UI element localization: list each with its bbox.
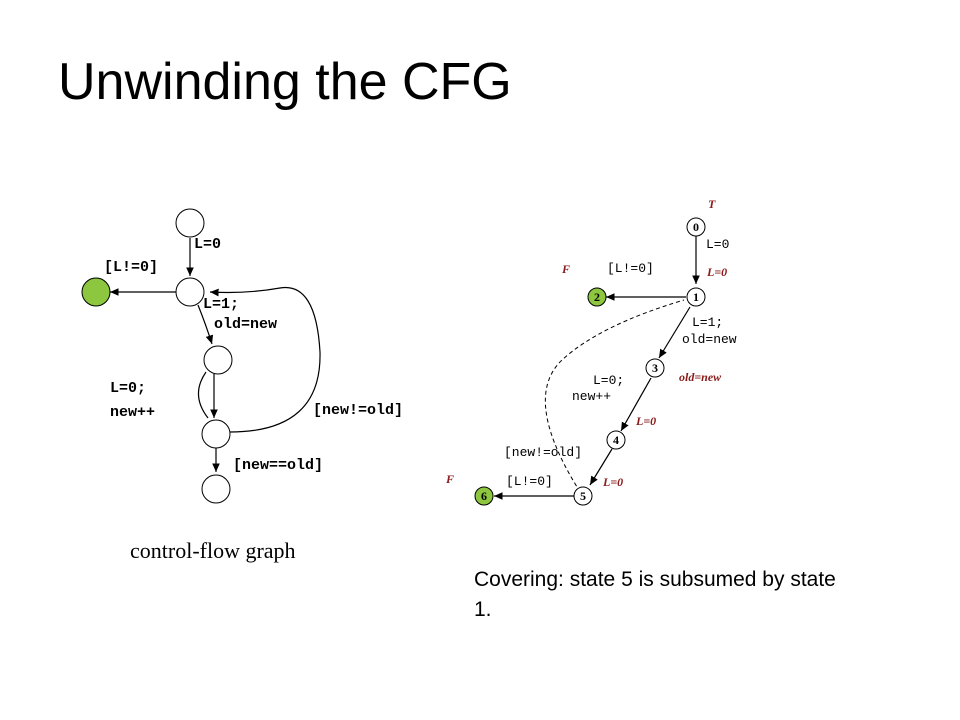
cfg-graph: L=0 [L!=0] L=1; old=new L=0; new++ [new!… [81, 208, 403, 504]
covering-note: Covering: state 5 is subsumed by state 1… [474, 568, 836, 621]
cfg-label-neweqold: [new==old] [233, 457, 323, 474]
cfg-node-exit [201, 474, 231, 504]
art-node-5 [573, 486, 593, 506]
cfg-node-start [175, 208, 205, 238]
art-covering-edge [544, 299, 685, 499]
cfg-node-loop-head [175, 277, 205, 307]
art-node-0-label: 0 [693, 220, 699, 234]
art-annot-inv3: old=new [679, 370, 722, 384]
art-edge-3-4 [620, 377, 652, 432]
page-title: Unwinding the CFG [58, 53, 512, 111]
art-node-4-label: 4 [613, 433, 619, 447]
cfg-label-L0: L=0 [194, 236, 221, 253]
art-label-e34a: L=0; [593, 373, 624, 388]
cfg-label-oldnew: old=new [214, 316, 277, 333]
art-label-e13a: L=1; [692, 315, 723, 330]
cfg-edge-back [209, 286, 321, 433]
art-node-1 [686, 287, 706, 307]
cfg-node-error [81, 277, 111, 307]
art-label-e01: L=0 [706, 237, 729, 252]
art-annot-F2: F [561, 262, 570, 276]
cfg-edge-increment [197, 371, 209, 419]
cfg-label-newinc: new++ [110, 404, 155, 421]
art-node-1-label: 1 [693, 290, 699, 304]
art-annot-T: T [708, 197, 716, 211]
art-annot-F6: F [445, 472, 454, 486]
cfg-node-test [201, 419, 231, 449]
art-annot-inv4: L=0 [635, 414, 656, 428]
art-node-2 [587, 287, 607, 307]
art-edge-4-5 [589, 448, 613, 486]
art-edge-1-3 [658, 306, 691, 359]
art-node-5-label: 5 [580, 489, 586, 503]
art-node-3 [645, 358, 665, 378]
art-label-e45: [new!=old] [504, 445, 582, 460]
art-node-4 [606, 430, 626, 450]
art-node-6-label: 6 [481, 489, 487, 503]
art-node-6 [474, 486, 494, 506]
cfg-label-L1: L=1; [203, 296, 239, 313]
cfg-caption: control-flow graph [130, 538, 296, 563]
art-label-e34b: new++ [572, 389, 611, 404]
cfg-edge-init [197, 304, 214, 345]
art-label-e56: [L!=0] [506, 474, 553, 489]
art-node-2-label: 2 [594, 290, 600, 304]
art-graph: 0 1 2 3 4 5 6 L=0 [L!=0] L=1; old=new L=… [445, 197, 737, 506]
art-label-e12: [L!=0] [607, 261, 654, 276]
art-node-0 [686, 217, 706, 237]
cfg-node-middle [203, 345, 233, 375]
art-node-3-label: 3 [652, 361, 658, 375]
cfg-label-L0semi: L=0; [110, 380, 146, 397]
art-label-e13b: old=new [682, 332, 737, 347]
art-annot-inv5: L=0 [602, 475, 623, 489]
cfg-label-newneold: [new!=old] [313, 402, 403, 419]
cfg-label-Lne0: [L!=0] [104, 259, 158, 276]
art-annot-inv1: L=0 [706, 265, 727, 279]
